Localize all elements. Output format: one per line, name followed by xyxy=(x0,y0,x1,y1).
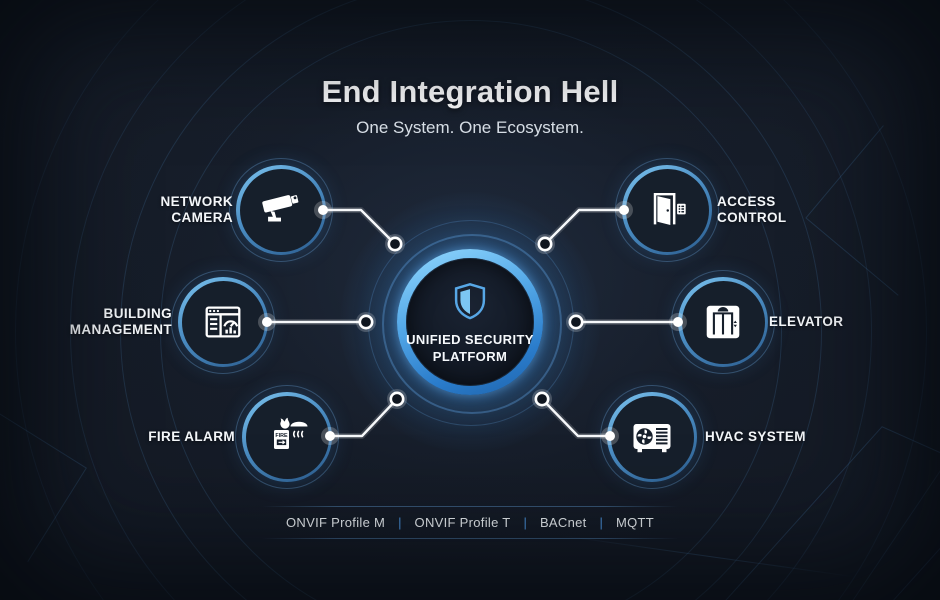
node-network-camera xyxy=(229,158,333,262)
hvac-system-icon xyxy=(633,424,671,453)
label-access-control: ACCESS CONTROL xyxy=(717,194,787,225)
node-disc: FIRE xyxy=(245,395,329,479)
fire-alarm-icon: FIRE xyxy=(274,417,308,449)
building-management-icon xyxy=(205,306,241,338)
hub-inner-disc: UNIFIED SECURITY PLATFORM xyxy=(406,258,534,386)
access-control-icon xyxy=(653,192,686,226)
label-network-camera: NETWORK CAMERA xyxy=(160,194,233,225)
label-fire-alarm: FIRE ALARM xyxy=(148,429,235,444)
node-fire-alarm: FIRE xyxy=(235,385,339,489)
node-elevator xyxy=(671,270,775,374)
node-hvac-system xyxy=(600,385,704,489)
hub-unified-security-platform: UNIFIED SECURITY PLATFORM xyxy=(397,249,543,395)
node-disc xyxy=(610,395,694,479)
hub-outer-ring xyxy=(382,234,562,414)
protocol-onvif-profile-t: ONVIF Profile T xyxy=(414,515,511,530)
node-access-control xyxy=(615,158,719,262)
svg-text:FIRE: FIRE xyxy=(275,433,288,439)
protocol-mqtt: MQTT xyxy=(615,515,654,530)
node-building-management xyxy=(171,270,275,374)
elevator-icon xyxy=(706,305,740,339)
node-disc xyxy=(239,168,323,252)
label-hvac-system: HVAC SYSTEM xyxy=(705,429,806,444)
protocol-separator: | xyxy=(523,515,527,530)
shield-icon xyxy=(454,282,486,320)
protocol-separator: | xyxy=(398,515,402,530)
protocol-strip: ONVIF Profile M | ONVIF Profile T | BACn… xyxy=(262,506,678,539)
network-camera-icon xyxy=(262,195,299,222)
node-disc xyxy=(681,280,765,364)
node-disc xyxy=(181,280,265,364)
page-subtitle: One System. One Ecosystem. xyxy=(356,118,584,137)
label-building-management: BUILDING MANAGEMENT xyxy=(69,306,172,337)
label-elevator: ELEVATOR xyxy=(769,314,844,329)
protocol-separator: | xyxy=(599,515,603,530)
protocol-bacnet: BACnet xyxy=(539,515,587,530)
page-title: End Integration Hell xyxy=(321,74,619,109)
protocol-onvif-profile-m: ONVIF Profile M xyxy=(286,515,386,530)
node-disc xyxy=(625,168,709,252)
hub-label: UNIFIED SECURITY PLATFORM xyxy=(406,332,534,364)
